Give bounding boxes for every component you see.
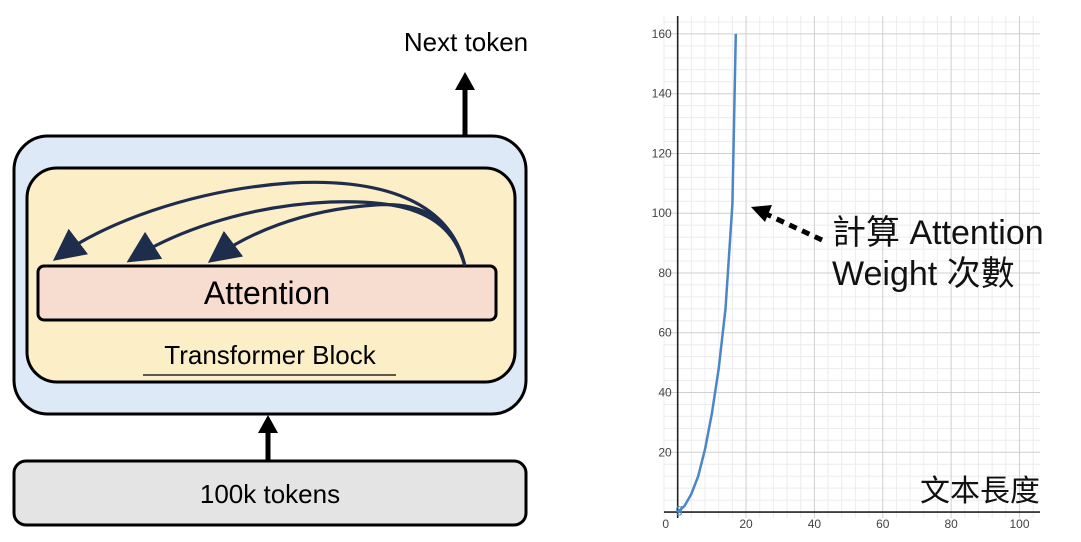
chart-tick-labels: 20 40 60 80 100 120 140 160 0 20 40 60 80 100 [652,27,1030,531]
input-tokens-label: 100k tokens [200,479,340,509]
chart-axes [664,16,1040,518]
x-tick-label: 20 [739,517,753,531]
y-tick-label: 40 [658,386,672,400]
annotation: 計算 Attention Weight 次數 [751,205,1044,293]
attention-count-curve [676,33,738,513]
attention-arc-mid [126,200,467,267]
y-tick-label: 140 [652,87,672,101]
attention-box [36,264,498,322]
x-axis-title: 文本長度 [920,475,1040,508]
y-tick-label: 120 [652,146,672,160]
y-tick-label: 20 [658,445,672,459]
origin-label: g [676,501,683,516]
y-tick-label: 160 [652,27,672,41]
output-arrow-head [455,72,475,90]
x-tick-label: 40 [808,517,822,531]
x-tick-label: 60 [876,517,890,531]
next-token-label: Next token [404,27,528,57]
chart-grid-major [664,16,1040,518]
input-arrow-head [258,415,278,433]
annotation-arrow-head [751,205,772,222]
y-tick-label: 60 [658,326,672,340]
annotation-line2: Weight 次數 [832,255,1015,293]
annotation-line1: 計算 Attention [832,214,1044,252]
y-tick-label: 80 [658,266,672,280]
x-tick-label: 100 [1009,517,1029,531]
x-tick-label: 80 [944,517,958,531]
input-tokens-box [12,459,528,527]
attention-label: Attention [204,275,330,311]
annotation-arrow [764,211,824,243]
transformer-block-label: Transformer Block [164,340,376,370]
attention-arcs [52,180,467,267]
chart-grid-minor [663,16,1040,518]
transformer-diagram: Attention Transformer Block Next token 1… [12,27,528,527]
x-tick-label: 0 [662,517,669,531]
attention-growth-chart: 20 40 60 80 100 120 140 160 0 20 40 60 80 100 g [652,16,1040,531]
attention-arc-short [207,202,467,267]
y-tick-label: 100 [652,206,672,220]
